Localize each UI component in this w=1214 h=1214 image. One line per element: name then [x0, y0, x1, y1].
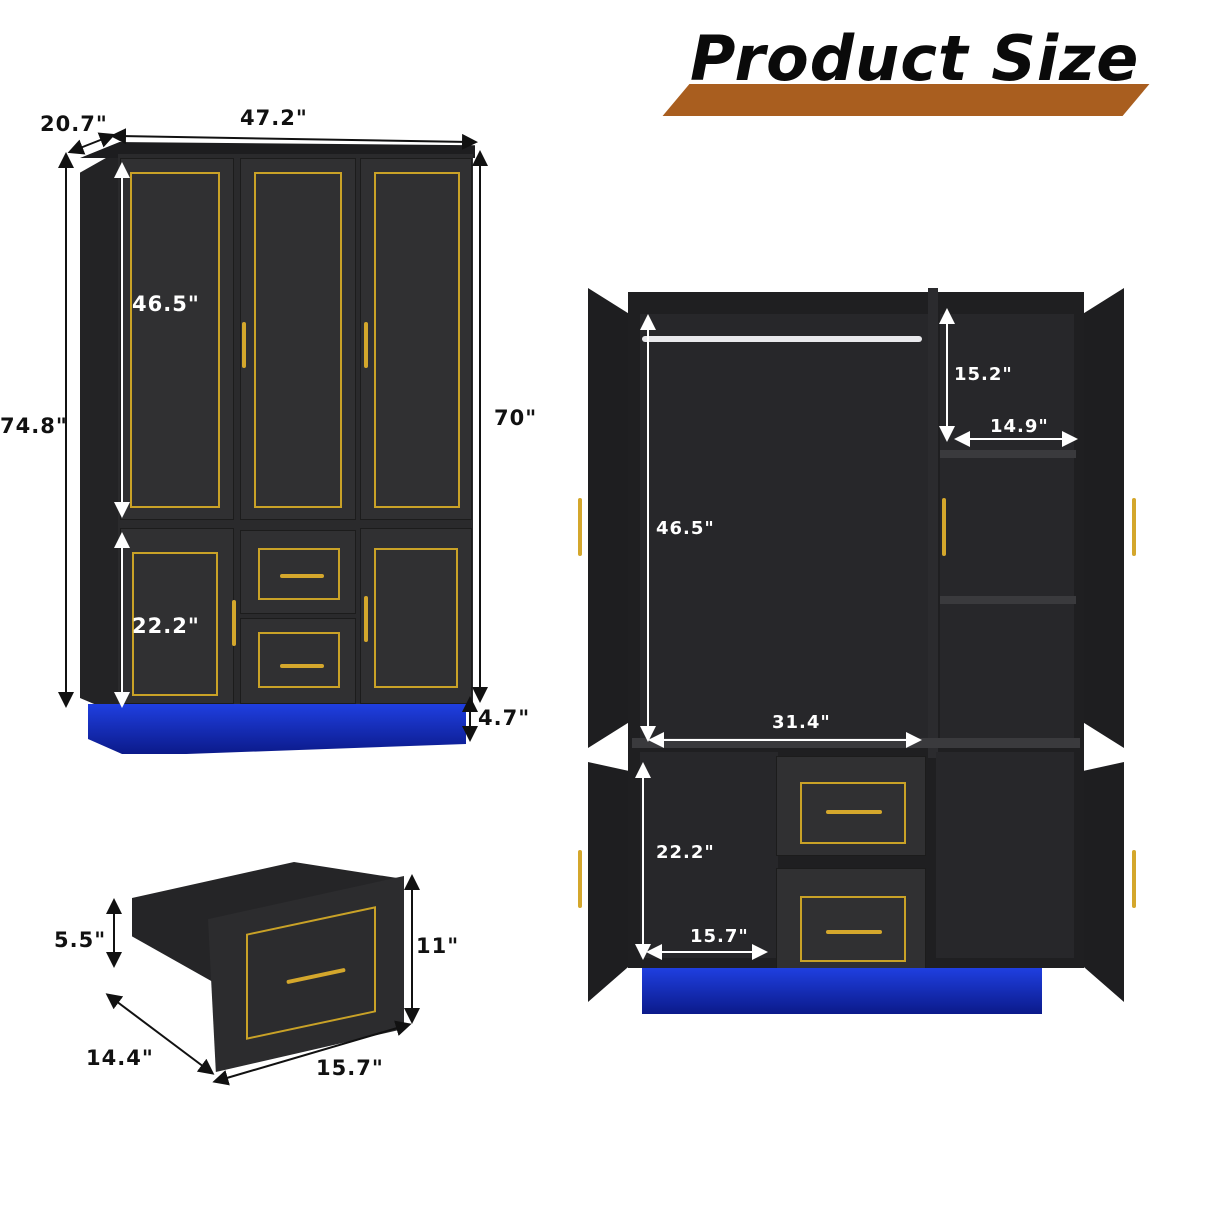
- gold-trim: [132, 552, 218, 696]
- upper-door-height-label: 46.5": [132, 292, 200, 316]
- door-handle: [232, 600, 236, 646]
- hanging-compartment: [640, 314, 930, 740]
- width-label: 47.2": [240, 106, 308, 130]
- led-base: [88, 704, 466, 754]
- upper-door-right: [360, 158, 472, 520]
- hanging-height-label: 46.5": [656, 518, 715, 539]
- gold-trim: [374, 172, 460, 508]
- shelf-height-label: 15.2": [954, 364, 1013, 385]
- open-door-upper-right: [1080, 288, 1124, 748]
- door-handle: [578, 498, 582, 556]
- cabinet-height-label: 70": [494, 406, 538, 430]
- gold-trim: [258, 548, 340, 600]
- lower-left-compartment: [640, 752, 778, 958]
- cabinet-side: [80, 150, 120, 715]
- gold-trim: [254, 172, 342, 508]
- hanging-width-label: 31.4": [772, 712, 831, 733]
- door-handle: [242, 322, 246, 368]
- lower-door-left: [120, 528, 234, 704]
- base-height-label: 4.7": [478, 706, 531, 730]
- drawer-width-label: 15.7": [316, 1056, 384, 1080]
- gold-trim: [800, 896, 906, 962]
- lower-right-compartment: [936, 752, 1074, 958]
- depth-label: 20.7": [40, 112, 108, 136]
- page-title: Product Size: [690, 22, 1140, 95]
- open-door-lower-left: [588, 762, 632, 1002]
- shelf: [940, 450, 1076, 458]
- upper-door-left: [120, 158, 234, 520]
- door-handle: [578, 850, 582, 908]
- upper-door-middle: [240, 158, 356, 520]
- gold-trim: [374, 548, 458, 688]
- shelf: [940, 596, 1076, 604]
- led-base: [642, 968, 1042, 1014]
- drawer-inner-height-label: 5.5": [54, 928, 107, 952]
- hanging-rod: [642, 336, 922, 342]
- gold-trim: [258, 632, 340, 688]
- gold-trim: [130, 172, 220, 508]
- shelf-compartment: [940, 314, 1074, 740]
- drawer-depth-label: 14.4": [86, 1046, 154, 1070]
- open-door-lower-right: [1080, 762, 1124, 1002]
- lower-door-right: [360, 528, 472, 704]
- door-handle: [942, 498, 946, 556]
- door-handle: [1132, 498, 1136, 556]
- drawer-handle: [280, 574, 324, 578]
- drawer-front-height-label: 11": [416, 934, 460, 958]
- lower-cabinet-height-label: 22.2": [656, 842, 715, 863]
- lower-door-height-label: 22.2": [132, 614, 200, 638]
- middle-door-edge: [928, 288, 938, 758]
- door-handle: [364, 322, 368, 368]
- lower-cabinet-width-label: 15.7": [690, 926, 749, 947]
- total-height-label: 74.8": [0, 414, 68, 438]
- door-handle: [1132, 850, 1136, 908]
- open-door-upper-left: [588, 288, 632, 748]
- shelf-width-label: 14.9": [990, 416, 1049, 437]
- drawer-handle: [826, 810, 882, 814]
- drawer-handle: [826, 930, 882, 934]
- drawer-handle: [280, 664, 324, 668]
- gold-trim: [800, 782, 906, 844]
- door-handle: [364, 596, 368, 642]
